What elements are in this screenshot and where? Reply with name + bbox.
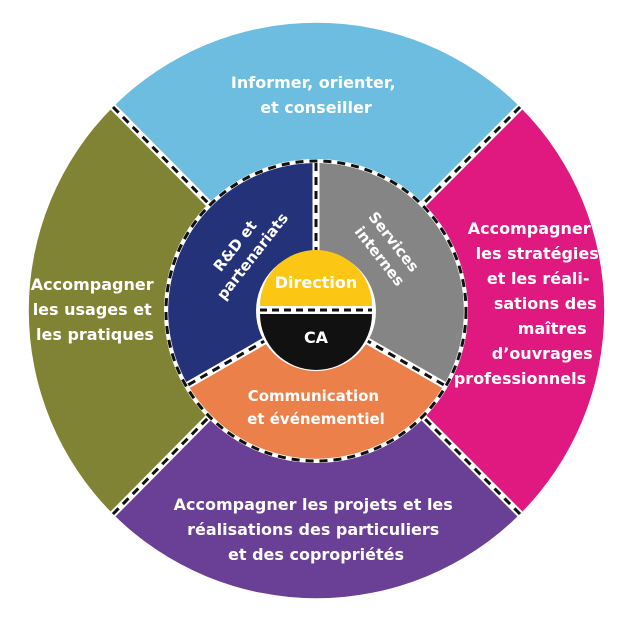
label-particuliers: Accompagner les projets et les réalisati… <box>174 495 459 564</box>
middle-separators <box>164 159 468 463</box>
segment-professionnels <box>422 107 605 514</box>
core-direction <box>260 250 372 306</box>
segment-particuliers <box>113 416 520 599</box>
outer-separators <box>110 104 523 517</box>
label-ca: CA <box>304 328 329 347</box>
segment-usages <box>28 107 210 514</box>
segment-communication <box>188 311 444 459</box>
label-usages: Accompagner les usages et les pratiques <box>31 275 159 344</box>
label-professionnels: Accompagner les stratégies et les réali-… <box>454 219 605 388</box>
segment-informer <box>113 22 520 205</box>
label-informer: Informer, orienter, et conseiller <box>231 73 401 117</box>
label-direction: Direction <box>275 273 358 292</box>
label-communication: Communication et événementiel <box>247 387 385 428</box>
core-ca <box>260 314 372 370</box>
